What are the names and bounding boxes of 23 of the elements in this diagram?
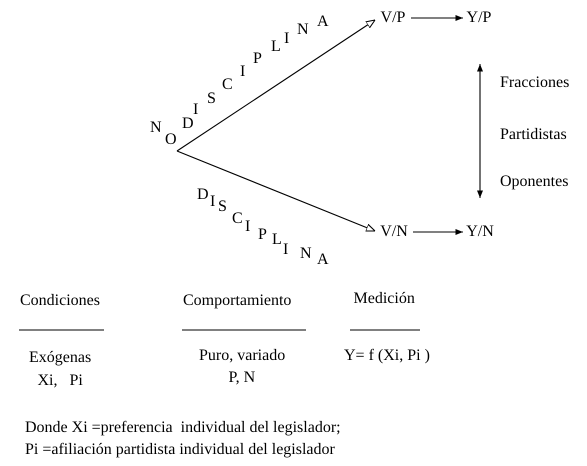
note-text: Donde Xi =preferencia individual del legislador;: [25, 419, 341, 437]
variable-label: Y/N: [464, 223, 496, 241]
group-label: Oponentes: [500, 173, 568, 191]
formula-text: Y= f (Xi, Pi ): [344, 347, 430, 365]
column-text: Exógenas: [29, 349, 92, 367]
arrow: [176, 19, 376, 152]
column-heading: Medición: [354, 290, 415, 308]
arrow: [413, 228, 463, 236]
group-label: Fracciones: [500, 74, 570, 92]
group-label: Partidistas: [500, 126, 567, 144]
column-heading: Comportamiento: [183, 292, 292, 310]
variable-label: V/N: [376, 223, 412, 241]
edge-label: DISCIPLINA: [182, 13, 329, 132]
note-text: Pi =afiliación partidista individual del legislador: [25, 441, 335, 459]
arrow: [411, 14, 463, 22]
variable-label: V/P: [376, 9, 410, 27]
arrow: [176, 150, 376, 232]
column-heading: Condiciones: [20, 292, 100, 310]
column-text: P, N: [228, 369, 256, 387]
variable-label: Y/P: [464, 9, 494, 27]
column-text: Puro, variado: [199, 347, 286, 365]
column-text: Xi, Pi: [38, 372, 83, 390]
node-label: NO: [148, 116, 178, 150]
